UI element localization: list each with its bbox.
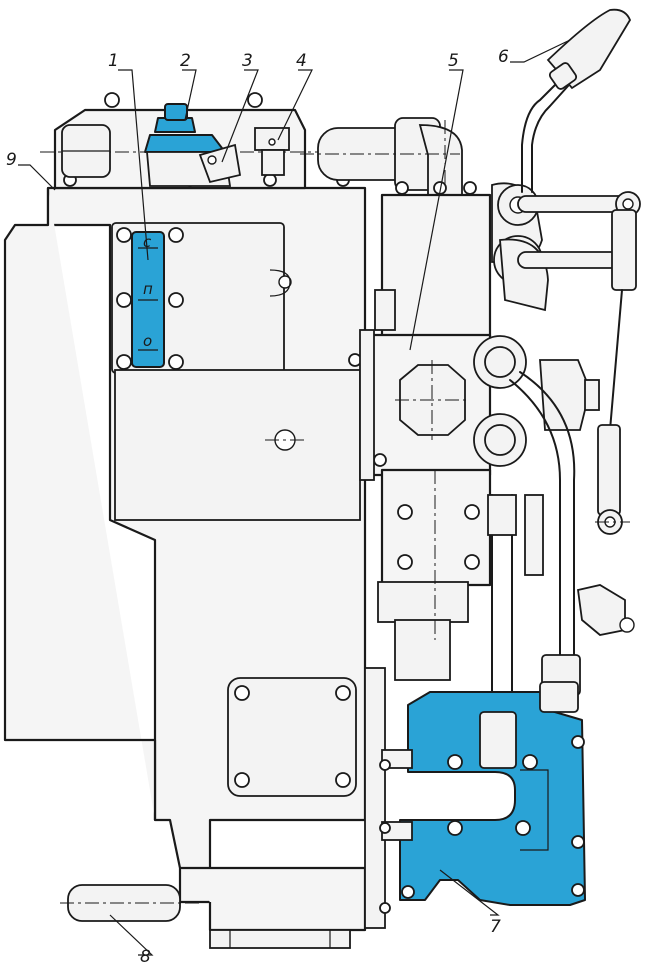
scale-label-c: с <box>143 233 152 251</box>
pump-mount-plate <box>364 667 413 929</box>
pump-housing <box>399 681 586 906</box>
drive-shaft <box>60 884 200 922</box>
pressure-sensor <box>254 127 290 176</box>
pipe-coupling <box>479 711 517 769</box>
housing-panel <box>114 369 361 521</box>
callout-6: 6 <box>498 47 509 67</box>
callout-1: 1 <box>108 51 119 71</box>
valve-block <box>348 181 492 681</box>
callout-7: 7 <box>490 917 501 937</box>
inspection-cover <box>227 677 357 797</box>
bottom-flange <box>209 929 351 949</box>
callout-8: 8 <box>140 947 151 966</box>
callout-5: 5 <box>448 51 459 71</box>
callout-9: 9 <box>6 150 17 170</box>
cover-cap <box>61 124 111 178</box>
breather <box>198 143 242 184</box>
leader-lines <box>18 39 571 956</box>
control-linkage <box>491 8 641 535</box>
valve-ports <box>473 335 600 467</box>
callout-2: 2 <box>180 51 191 71</box>
side-valve <box>576 584 626 636</box>
oil-level-window <box>111 222 292 374</box>
top-pipe <box>300 117 463 210</box>
callout-3: 3 <box>242 51 253 71</box>
callout-4: 4 <box>296 51 307 71</box>
scale-label-o: о <box>143 332 152 350</box>
scale-label-p: п <box>143 280 153 298</box>
